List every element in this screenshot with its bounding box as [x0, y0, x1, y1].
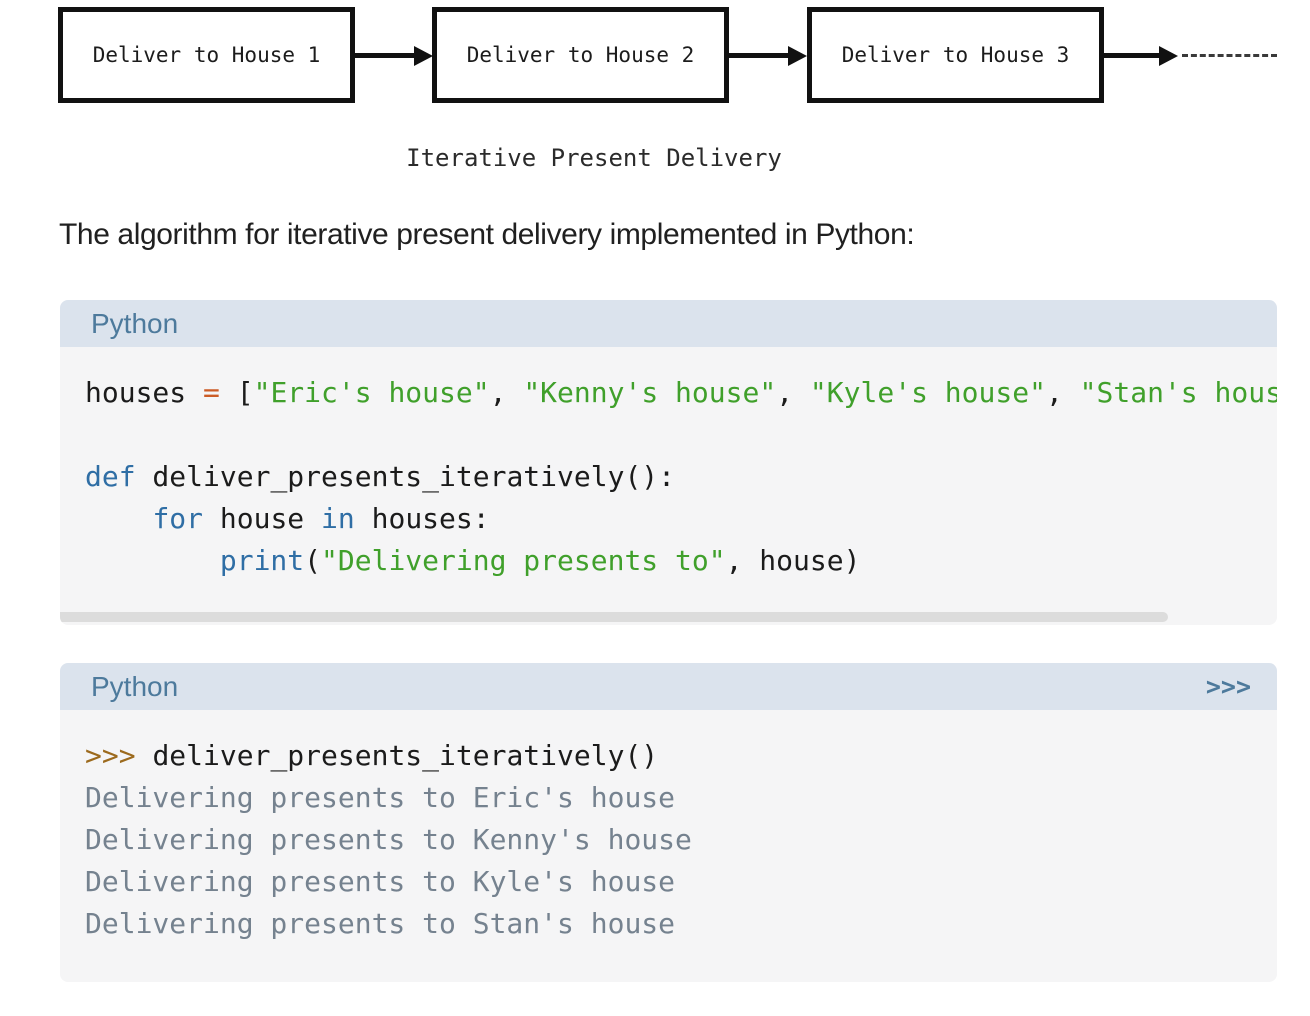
code-line: Delivering presents to Eric's house — [85, 781, 676, 814]
intro-paragraph: The algorithm for iterative present deli… — [59, 218, 915, 251]
code-line: >>> deliver_presents_iteratively() — [85, 739, 659, 772]
flowchart-box-label: Deliver to House 2 — [466, 43, 695, 67]
repl-toggle-button[interactable]: >>> — [1205, 672, 1251, 701]
code-block-header: Python — [60, 300, 1277, 347]
flowchart-box-3: Deliver to House 3 — [807, 7, 1104, 103]
flowchart-box-1: Deliver to House 1 — [58, 7, 355, 103]
code-area: >>> deliver_presents_iteratively() Delive… — [60, 710, 1277, 982]
code-block-repl: Python >>> >>> deliver_presents_iterativ… — [60, 663, 1277, 982]
code-area: houses = ["Eric's house", "Kenny's house… — [60, 347, 1277, 625]
code-line — [85, 414, 1277, 456]
code-block-header: Python >>> — [60, 663, 1277, 710]
language-label: Python — [91, 307, 179, 339]
horizontal-scrollbar[interactable] — [60, 612, 1168, 622]
code-line: for house in houses: — [152, 502, 490, 535]
code-line: Delivering presents to Stan's house — [85, 907, 676, 940]
flowchart-box-label: Deliver to House 3 — [841, 43, 1070, 67]
code-line: houses = ["Eric's house", "Kenny's house… — [85, 376, 1277, 409]
code-line: Delivering presents to Kyle's house — [85, 865, 676, 898]
language-label: Python — [91, 670, 179, 702]
code-content: >>> deliver_presents_iteratively() Delive… — [85, 735, 1277, 945]
dashed-continuation-icon — [1182, 54, 1277, 57]
code-line: def deliver_presents_iteratively(): — [85, 460, 676, 493]
flowchart-box-2: Deliver to House 2 — [432, 7, 729, 103]
code-line: print("Delivering presents to", house) — [219, 544, 861, 577]
flowchart-box-label: Deliver to House 1 — [92, 43, 321, 67]
code-line: Delivering presents to Kenny's house — [85, 823, 692, 856]
code-block-source: Python houses = ["Eric's house", "Kenny'… — [60, 300, 1277, 625]
code-content: houses = ["Eric's house", "Kenny's house… — [85, 372, 1277, 582]
flowchart-caption: Iterative Present Delivery — [406, 144, 782, 172]
